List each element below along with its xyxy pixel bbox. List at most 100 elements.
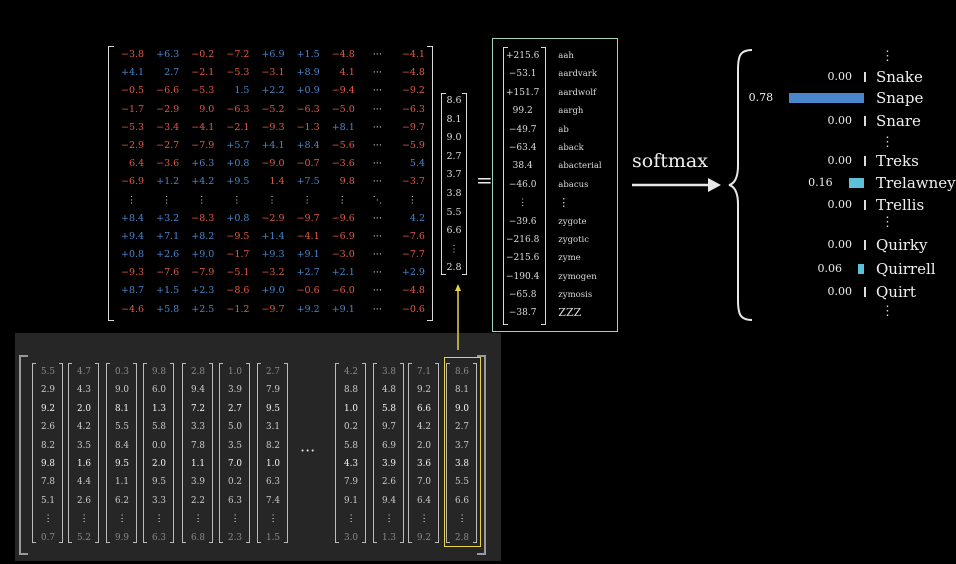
vector-value: 5.5 [446, 206, 462, 218]
logit-value: −46.0 [508, 179, 537, 190]
columns-ellipsis: ··· [300, 441, 316, 460]
matrix-cell: ··· [372, 67, 382, 79]
matrix-cell: +1.4 [261, 230, 285, 242]
embedding-value: ⋮ [346, 514, 356, 525]
probability-value: 0.00 [827, 285, 853, 298]
matrix-cell: −0.2 [191, 49, 215, 60]
matrix-cell: +5.7 [226, 139, 250, 151]
matrix-cell: −9.3 [261, 121, 285, 133]
embedding-value: 9.8 [152, 367, 166, 377]
matrix-cell: +9.0 [261, 285, 285, 297]
matrix-left-bracket [108, 46, 114, 321]
column-brackets [446, 363, 477, 543]
matrix-cell: ··· [372, 249, 382, 261]
embedding-value: 1.3 [152, 403, 166, 414]
matrix-cell: −4.8 [401, 285, 425, 297]
logit-word: aah [558, 51, 574, 61]
embedding-value: 6.0 [152, 385, 166, 396]
matrix-cell: −2.9 [121, 139, 145, 151]
column-brackets [68, 363, 99, 543]
embedding-value: ⋮ [43, 514, 53, 525]
column-left-bracket [335, 363, 339, 543]
probability-value: 0.00 [827, 198, 853, 211]
column-left-bracket [143, 363, 147, 543]
matrix-cell: −6.3 [401, 103, 425, 115]
embedding-value: ⋮ [419, 514, 429, 525]
embedding-value: 1.3 [382, 532, 396, 543]
column-left-bracket [32, 363, 36, 543]
embedding-value: 2.8 [191, 367, 205, 377]
embedding-value: 6.8 [191, 532, 205, 543]
probability-bar [858, 264, 864, 274]
logit-word: abacterial [558, 161, 602, 172]
embedding-value: 0.0 [152, 440, 166, 451]
softmax-arrow-icon [632, 178, 721, 192]
embedding-value: 2.6 [41, 422, 55, 433]
matrix-cell: +1.5 [296, 49, 320, 60]
matrix-cell: −5.1 [226, 267, 250, 279]
embedding-value: 2.3 [228, 532, 242, 543]
embedding-value: 9.4 [191, 385, 205, 396]
matrix-cell: +0.8 [121, 249, 145, 261]
matrix-cell: −9.3 [121, 267, 145, 279]
logit-word: zyme [558, 253, 581, 264]
vector-value: 8.6 [446, 95, 462, 106]
matrix-cell: 1.5 [234, 85, 250, 97]
embedding-value: 8.8 [344, 385, 358, 396]
matrix-cell: 6.4 [129, 158, 145, 170]
matrix-cell: −4.6 [121, 303, 145, 315]
matrix-cell: +2.2 [261, 85, 285, 97]
vertical-ellipsis: ⋮ [881, 49, 894, 64]
matrix-cell: +7.1 [156, 230, 180, 242]
matrix-cell: −7.7 [401, 249, 425, 261]
probability-bar [789, 93, 864, 103]
matrix-cell: −4.1 [191, 121, 215, 133]
panel-left-bracket [19, 355, 28, 555]
matrix-cell: +9.5 [226, 176, 250, 188]
logit-word: ZZZ [558, 306, 582, 320]
logit-word: aardvark [558, 69, 598, 80]
embedding-value: 2.0 [152, 458, 166, 469]
matrix-cell: −9.2 [401, 85, 425, 97]
matrix-cell: −6.3 [296, 103, 320, 115]
embedding-value: 3.1 [266, 422, 280, 433]
matrix-cell: +8.1 [331, 121, 355, 133]
embedding-value: 7.9 [344, 477, 358, 488]
matrix-cell: −2.7 [156, 139, 180, 151]
column-brackets [182, 363, 213, 543]
logit-value: −215.6 [505, 253, 540, 264]
curly-brace-icon [728, 49, 753, 321]
embedding-value: 7.1 [417, 367, 431, 377]
candidate-word: Snape [876, 89, 924, 107]
logit-word: abacus [558, 179, 589, 190]
matrix-cell: −5.2 [261, 103, 285, 115]
logit-row: ⋮⋮ [505, 194, 613, 212]
matrix-cell: −4.1 [401, 49, 425, 60]
embedding-value: 5.8 [152, 422, 166, 433]
matrix-cell: −3.4 [156, 121, 180, 133]
matrix-cell: −9.0 [261, 158, 285, 170]
column-left-bracket [106, 363, 110, 543]
embedding-value: ⋮ [79, 514, 89, 525]
matrix-cell: +0.9 [296, 85, 320, 97]
matrix-right-bracket [427, 46, 433, 321]
logit-value: 38.4 [512, 161, 533, 172]
matrix-cell: −9.5 [226, 230, 250, 242]
matrix-cell: ··· [372, 303, 382, 315]
embedding-value: ⋮ [457, 514, 467, 525]
matrix-cell: −5.9 [401, 139, 425, 151]
matrix-cell: ⋮ [126, 194, 137, 206]
embedding-value: 9.0 [455, 403, 469, 414]
matrix-cell: −3.7 [401, 176, 425, 188]
matrix-cell: −7.9 [191, 139, 215, 151]
embedding-value: 3.3 [152, 495, 166, 506]
embedding-value: 2.8 [455, 532, 469, 543]
